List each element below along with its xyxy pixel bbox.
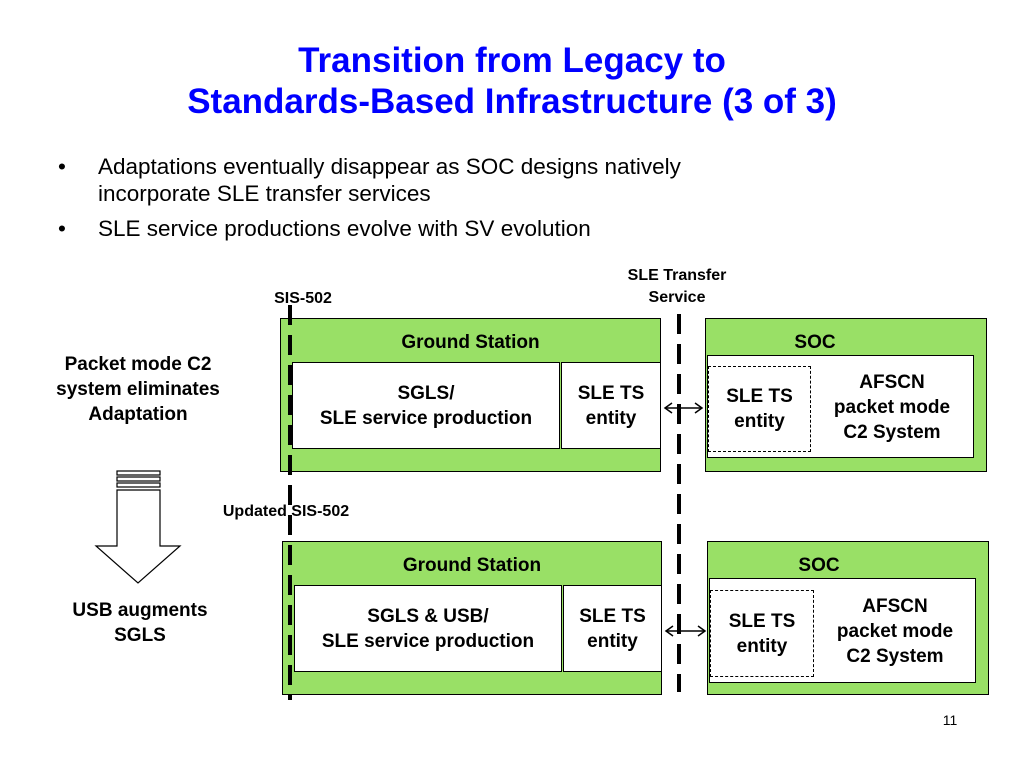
bullet-text: SLE service productions evolve with SV e… <box>98 216 591 241</box>
sle-ts-line2: entity <box>585 407 637 429</box>
page-number: 11 <box>942 712 958 728</box>
bullet-text: Adaptations eventually disappear as SOC … <box>98 154 681 179</box>
soc-sle-ts-line2: entity <box>736 635 788 657</box>
production-line1: SGLS & USB/ <box>367 605 489 627</box>
bullet-item: • SLE service productions evolve with SV… <box>58 215 858 242</box>
slide-title: Transition from Legacy to Standards-Base… <box>0 40 1024 122</box>
packet-mode-line3: Adaptation <box>88 404 188 425</box>
bullet-dot: • <box>58 216 66 241</box>
afscn-line1: AFSCN <box>859 371 925 393</box>
packet-mode-line2: system eliminates <box>56 379 220 400</box>
sle-transfer-label-line2: Service <box>648 289 706 306</box>
slide-title-line1: Transition from Legacy to <box>298 41 726 80</box>
bullet-item: • Adaptations eventually disappear as SO… <box>58 153 858 207</box>
soc-sle-ts-line1: SLE TS <box>726 386 793 407</box>
soc-sle-ts-line1: SLE TS <box>728 610 796 632</box>
bullet-list: • Adaptations eventually disappear as SO… <box>58 153 858 250</box>
sle-service-production-box-top: SGLS/ SLE service production <box>292 362 560 449</box>
soc-title-bottom: SOC <box>798 555 840 576</box>
soc-title-top: SOC <box>794 332 836 353</box>
ground-station-title-bottom: Ground Station <box>402 555 542 576</box>
slide-title-line2: Standards-Based Infrastructure (3 of 3) <box>187 82 837 121</box>
sle-ts-line1: SLE TS <box>579 605 646 627</box>
double-arrow-icon-top <box>663 402 704 414</box>
afscn-line3: C2 System <box>843 421 941 443</box>
packet-mode-label: Packet mode C2 system eliminates Adaptat… <box>22 352 254 427</box>
afscn-line2: packet mode <box>836 620 954 642</box>
usb-augments-line2: SGLS <box>114 625 166 646</box>
bullet-text-continued: incorporate SLE transfer services <box>98 181 431 206</box>
bullet-dot: • <box>58 154 66 179</box>
afscn-line1: AFSCN <box>862 595 928 617</box>
usb-augments-label: USB augments SGLS <box>30 598 250 648</box>
down-arrow-icon <box>94 470 182 584</box>
sis-502-label: SIS-502 <box>274 290 332 307</box>
soc-sle-ts-entity-box-top: SLE TS entity <box>708 366 811 452</box>
sle-ts-entity-box-bottom: SLE TS entity <box>563 585 662 672</box>
soc-sle-ts-entity-box-bottom: SLE TS entity <box>710 590 814 677</box>
afscn-line3: C2 System <box>846 645 944 667</box>
usb-augments-line1: USB augments <box>72 600 208 621</box>
production-line1: SGLS/ <box>397 382 455 404</box>
ground-station-title-top: Ground Station <box>401 332 540 353</box>
production-line2: SLE service production <box>321 630 535 652</box>
afscn-line2: packet mode <box>833 396 951 418</box>
sle-transfer-service-label: SLE Transfer Service <box>600 265 754 309</box>
sle-ts-line1: SLE TS <box>577 382 645 404</box>
packet-mode-line1: Packet mode C2 <box>64 354 212 375</box>
afscn-system-label-top: AFSCN packet mode C2 System <box>812 366 972 448</box>
sle-ts-entity-box-top: SLE TS entity <box>561 362 661 449</box>
sle-transfer-label-line1: SLE Transfer <box>627 267 727 284</box>
production-line2: SLE service production <box>319 407 533 429</box>
updated-sis-502-label: Updated SIS-502 <box>222 503 350 520</box>
double-arrow-icon-bottom <box>664 625 707 637</box>
sle-service-production-box-bottom: SGLS & USB/ SLE service production <box>294 585 562 672</box>
soc-sle-ts-line2: entity <box>734 411 785 432</box>
afscn-system-label-bottom: AFSCN packet mode C2 System <box>815 590 975 672</box>
sle-ts-line2: entity <box>587 630 638 652</box>
